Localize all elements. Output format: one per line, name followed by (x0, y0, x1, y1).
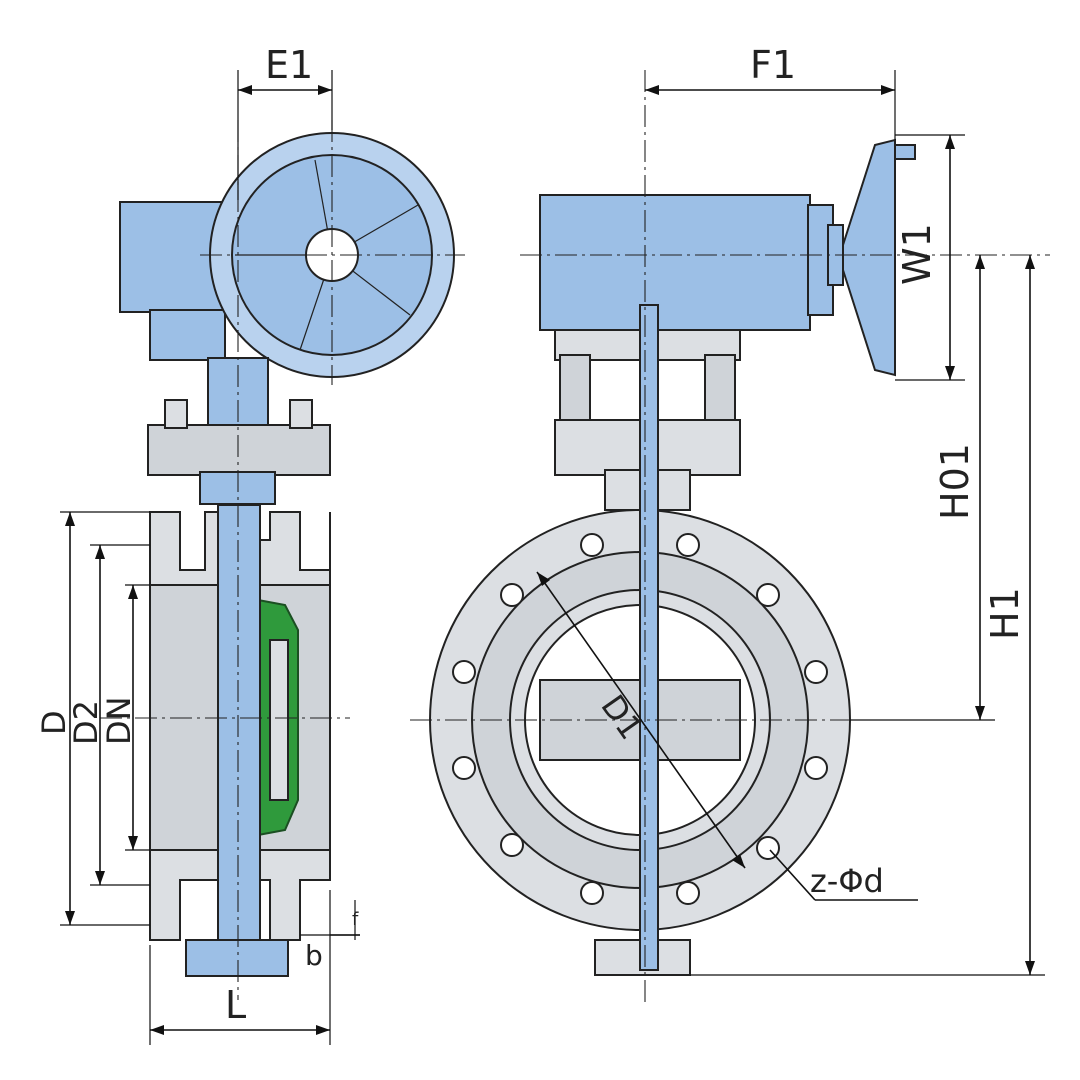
label-w1: W1 (895, 223, 939, 285)
label-h1: H1 (983, 587, 1027, 640)
bolt (164, 399, 188, 429)
label-b: b (305, 939, 323, 972)
label-l: L (225, 983, 246, 1027)
bottom-cap (185, 939, 289, 977)
label-f1: F1 (750, 43, 796, 87)
label-d2: D2 (67, 700, 105, 745)
gearbox-foot (149, 309, 226, 361)
front-view-dimensions (536, 70, 1045, 976)
handwheel-knob (894, 144, 916, 160)
handwheel-edge (842, 138, 896, 377)
bolt-holes (452, 533, 828, 905)
label-dn: DN (100, 696, 138, 745)
dimension-labels: E1 F1 W1 H01 H1 D D2 DN D1 L b f z-Φd (35, 43, 1027, 1027)
front-view (410, 70, 1050, 1005)
label-d: D (35, 710, 73, 735)
label-f: f (352, 909, 359, 930)
front-shaft (639, 304, 659, 971)
side-view (100, 120, 465, 1000)
label-z-phi-d: z-Φd (810, 862, 884, 900)
mount-flange (147, 424, 331, 476)
actuator-body (539, 194, 811, 331)
label-e1: E1 (265, 43, 313, 87)
valve-shaft (217, 504, 261, 946)
bolt (289, 399, 313, 429)
label-h01: H01 (933, 443, 977, 520)
side-view-dimensions (60, 70, 360, 1045)
seal-slot (269, 639, 289, 801)
